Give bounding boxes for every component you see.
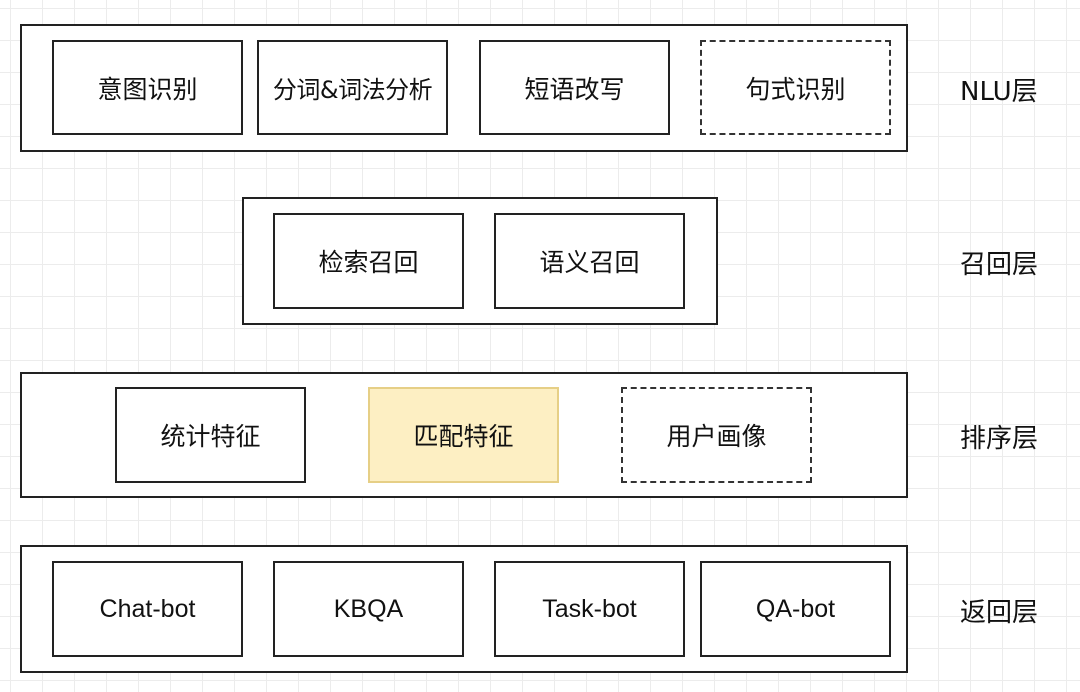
node-semantic-recall: 语义召回: [494, 213, 685, 309]
node-chat-bot: Chat-bot: [52, 561, 243, 657]
node-statistical-features: 统计特征: [115, 387, 306, 483]
node-qa-bot: QA-bot: [700, 561, 891, 657]
layer-label-nlu: NLU层: [960, 76, 1038, 107]
node-word-segmentation: 分词&词法分析: [257, 40, 448, 135]
node-retrieval-recall: 检索召回: [273, 213, 464, 309]
node-matching-features: 匹配特征: [368, 387, 559, 483]
node-sentence-pattern: 句式识别: [700, 40, 891, 135]
layer-label-return: 返回层: [960, 597, 1039, 628]
node-user-profile: 用户画像: [621, 387, 812, 483]
layer-label-ranking: 排序层: [960, 423, 1039, 454]
node-task-bot: Task-bot: [494, 561, 685, 657]
layer-label-recall: 召回层: [960, 249, 1039, 280]
node-kbqa: KBQA: [273, 561, 464, 657]
node-intent-recognition: 意图识别: [52, 40, 243, 135]
node-phrase-rewrite: 短语改写: [479, 40, 670, 135]
